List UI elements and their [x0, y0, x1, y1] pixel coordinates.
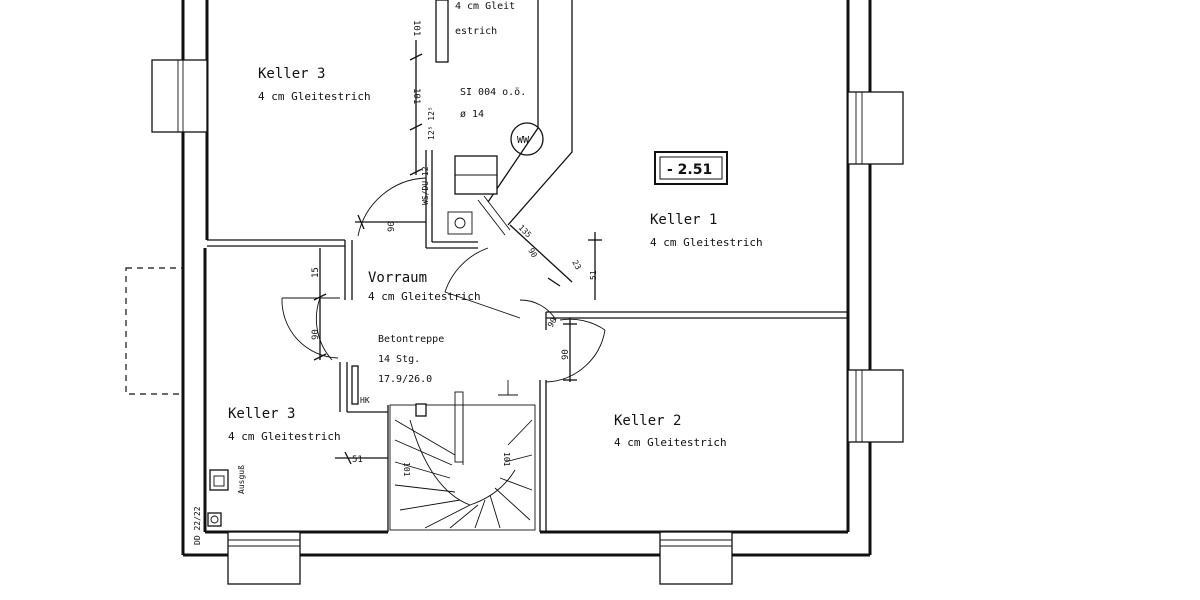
- dim-135: 135: [517, 223, 534, 240]
- misc-labels: SI 004 o.ö. ø 14 WW WS/DU 12 HK Ausguß D…: [193, 87, 530, 545]
- stair-symbol: [389, 380, 536, 531]
- dim-15: 15: [311, 267, 321, 278]
- vertical-note: WS/DU 12: [421, 166, 430, 205]
- dim-51-b: 51: [352, 455, 363, 465]
- room-keller3-top-name: Keller 3: [258, 66, 325, 82]
- hk-label: HK: [360, 396, 370, 405]
- room-keller1-floor: 4 cm Gleitestrich: [650, 236, 763, 249]
- dim-90-a: 90: [387, 221, 397, 232]
- si-label: SI 004 o.ö.: [460, 87, 526, 98]
- dim-101-top: 101: [411, 20, 421, 36]
- dim-101: 101: [411, 88, 421, 104]
- room-keller3-bottom-floor: 4 cm Gleitestrich: [228, 430, 341, 443]
- dimension-values: 101 101 12⁵ 12⁵ 90 15 90 135 90 23 51 90…: [311, 20, 598, 477]
- dim-23: 23: [570, 259, 583, 272]
- dd-label: DD 22/22: [193, 506, 202, 545]
- dim-90-d: 90: [561, 349, 571, 360]
- dim-125: 12⁵ 12⁵: [427, 106, 436, 140]
- room-labels: Keller 3 4 cm Gleitestrich 4 cm Gleit es…: [228, 1, 763, 449]
- room-keller1-name: Keller 1: [650, 212, 717, 228]
- ausguss-label: Ausguß: [237, 465, 246, 494]
- dim-101-stair-right: 101: [502, 452, 511, 467]
- dim-101-stair-left: 101: [402, 462, 411, 477]
- diameter-label: ø 14: [460, 109, 484, 120]
- ww-label: WW: [517, 135, 530, 146]
- ausguss-symbol: [209, 469, 229, 491]
- room-keller2-name: Keller 2: [614, 413, 681, 429]
- room-top-center-floor-a: 4 cm Gleit: [455, 1, 515, 12]
- room-keller3-bottom-name: Keller 3: [228, 406, 295, 422]
- outer-walls: [181, 0, 872, 557]
- room-top-center-floor-b: estrich: [455, 26, 497, 37]
- doors: [281, 177, 606, 383]
- chimney-symbol: [207, 512, 222, 527]
- level-marker: - 2.51: [654, 151, 728, 185]
- dim-90-e: 90: [546, 316, 559, 329]
- stair-steps: 14 Stg.: [378, 354, 420, 365]
- dim-90-b: 90: [311, 329, 321, 340]
- stair-info: Betontreppe 14 Stg. 17.9/26.0: [378, 334, 444, 385]
- dim-90-c: 90: [526, 247, 539, 260]
- tech-symbols: [207, 122, 544, 527]
- stair-ratio: 17.9/26.0: [378, 374, 432, 385]
- ww-symbol: [510, 122, 544, 156]
- room-keller2-floor: 4 cm Gleitestrich: [614, 436, 727, 449]
- dim-51: 51: [589, 270, 598, 280]
- interior-walls: [207, 0, 848, 532]
- level-marker-text: - 2.51: [667, 162, 712, 178]
- room-vorraum-name: Vorraum: [368, 270, 427, 286]
- windows: [125, 59, 904, 585]
- room-vorraum-floor: 4 cm Gleitestrich: [368, 290, 481, 303]
- room-keller3-top-floor: 4 cm Gleitestrich: [258, 90, 371, 103]
- stair-title: Betontreppe: [378, 334, 444, 345]
- dimension-ticks: [313, 40, 602, 465]
